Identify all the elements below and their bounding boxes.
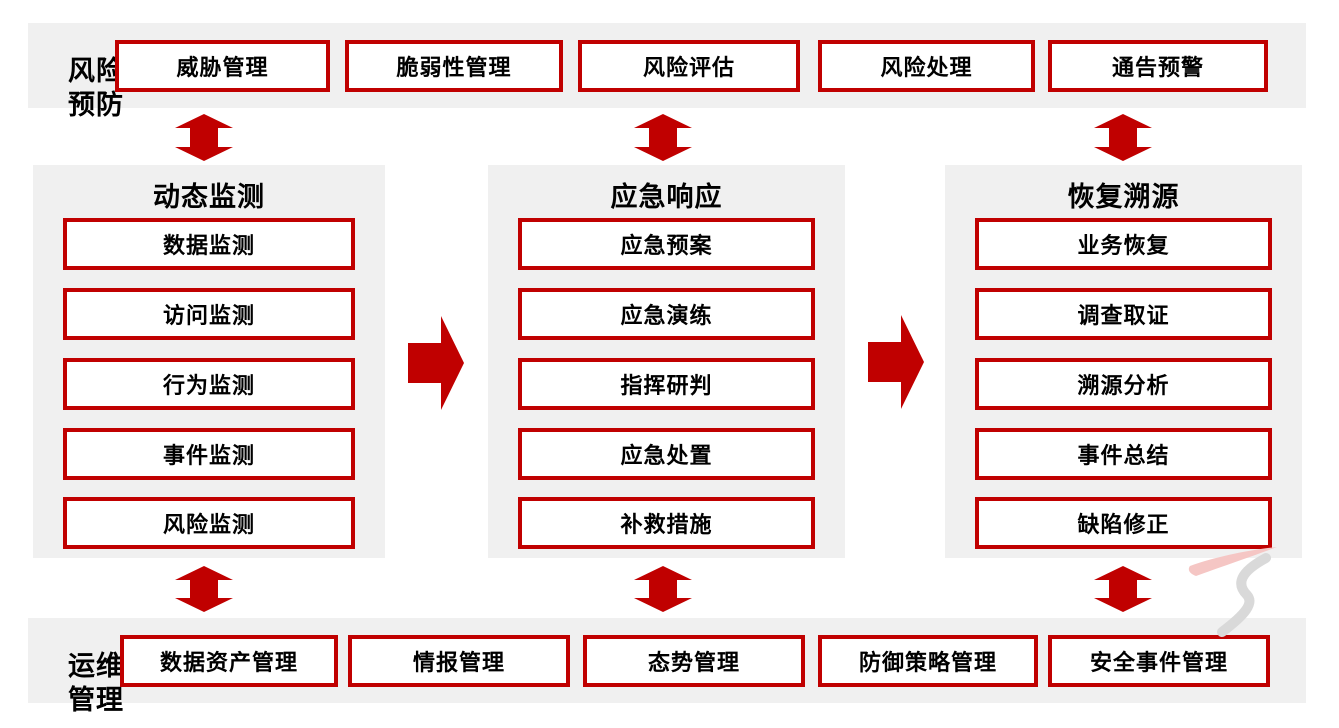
box-intelligence-management: 情报管理 [348, 635, 570, 687]
box-emergency-disposal: 应急处置 [518, 428, 815, 480]
box-access-monitoring: 访问监测 [63, 288, 355, 340]
panel-title-recovery-tracing: 恢复溯源 [1067, 182, 1180, 212]
box-business-recovery: 业务恢复 [975, 218, 1272, 270]
up-down-arrow-icon [634, 566, 692, 612]
box-risk-handling: 风险处理 [818, 40, 1035, 92]
box-data-monitoring: 数据监测 [63, 218, 355, 270]
box-situation-management: 态势管理 [583, 635, 805, 687]
up-down-arrow-icon [634, 114, 692, 161]
panel-emergency-response: 应急响应 应急预案 应急演练 指挥研判 应急处置 补救措施 [488, 165, 845, 558]
box-risk-monitoring: 风险监测 [63, 497, 355, 549]
box-remedial-measures: 补救措施 [518, 497, 815, 549]
up-down-arrow-icon [1094, 566, 1152, 612]
right-arrow-icon [408, 316, 464, 410]
box-behavior-monitoring: 行为监测 [63, 358, 355, 410]
up-down-arrow-icon [175, 566, 233, 612]
box-emergency-drill: 应急演练 [518, 288, 815, 340]
box-incident-summary: 事件总结 [975, 428, 1272, 480]
box-tracing-analysis: 溯源分析 [975, 358, 1272, 410]
box-defense-strategy-management: 防御策略管理 [818, 635, 1038, 687]
risk-prevention-label: 风险预防 [68, 56, 124, 120]
up-down-arrow-icon [175, 114, 233, 161]
box-emergency-plan: 应急预案 [518, 218, 815, 270]
right-arrow-icon [868, 315, 924, 409]
box-data-asset-management: 数据资产管理 [120, 635, 338, 687]
panel-title-dynamic-monitoring: 动态监测 [153, 182, 265, 212]
box-threat-management: 威胁管理 [115, 40, 330, 92]
box-command-judgment: 指挥研判 [518, 358, 815, 410]
box-security-incident-management: 安全事件管理 [1048, 635, 1270, 687]
panel-recovery-tracing: 恢复溯源 业务恢复 调查取证 溯源分析 事件总结 缺陷修正 [945, 165, 1302, 558]
box-defect-correction: 缺陷修正 [975, 497, 1272, 549]
box-event-monitoring: 事件监测 [63, 428, 355, 480]
panel-dynamic-monitoring: 动态监测 数据监测 访问监测 行为监测 事件监测 风险监测 [33, 165, 385, 558]
panel-title-emergency-response: 应急响应 [610, 182, 723, 212]
box-investigation-forensics: 调查取证 [975, 288, 1272, 340]
up-down-arrow-icon [1094, 114, 1152, 161]
box-notice-warning: 通告预警 [1048, 40, 1268, 92]
box-vulnerability-management: 脆弱性管理 [345, 40, 563, 92]
box-risk-assessment: 风险评估 [578, 40, 800, 92]
operations-management-label: 运维管理 [68, 651, 124, 715]
